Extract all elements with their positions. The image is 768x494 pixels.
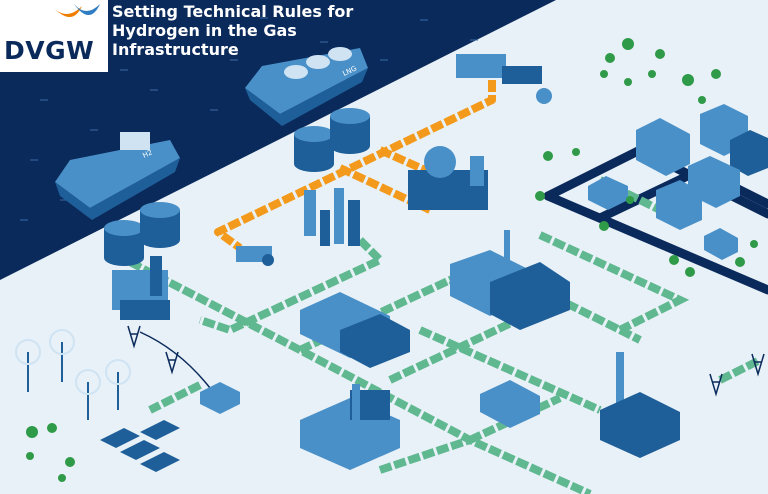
compressor-station xyxy=(112,256,170,320)
page-title: Setting Technical Rules for Hydrogen in … xyxy=(112,2,412,59)
wind-turbines xyxy=(15,329,131,420)
ship-lng: LNG xyxy=(245,47,368,126)
substation xyxy=(200,382,240,414)
industrial-factory xyxy=(450,230,570,330)
sea-waves xyxy=(20,13,478,221)
logo-blue-swoosh xyxy=(74,4,100,15)
storage-tanks xyxy=(104,108,370,266)
cogeneration-plant xyxy=(300,384,400,470)
dvgw-logo: DVGW xyxy=(0,0,108,72)
distribution-station xyxy=(480,380,540,428)
power-pylons xyxy=(127,325,765,397)
hydrogen-production-plant xyxy=(304,188,360,246)
dvgw-logo-mark xyxy=(52,4,100,17)
pipeline-station xyxy=(236,246,274,266)
logo-orange-swoosh xyxy=(52,6,82,17)
gas-storage-facility xyxy=(408,146,488,210)
solar-panels xyxy=(100,420,180,472)
sea-area xyxy=(0,0,556,280)
dvgw-logo-text: DVGW xyxy=(4,36,95,65)
ship-h2-label: H2 xyxy=(141,148,153,159)
title-line-3: Infrastructure xyxy=(112,40,239,59)
district-heating-plant xyxy=(600,352,680,458)
title-line-2: Hydrogen in the Gas xyxy=(112,21,297,40)
regasification-terminal xyxy=(456,54,552,104)
trees xyxy=(26,38,758,482)
ship-h2: H2 xyxy=(55,132,180,220)
city-buildings xyxy=(588,104,768,260)
gas-power-plant xyxy=(300,292,410,368)
title-line-1: Setting Technical Rules for xyxy=(112,2,354,21)
